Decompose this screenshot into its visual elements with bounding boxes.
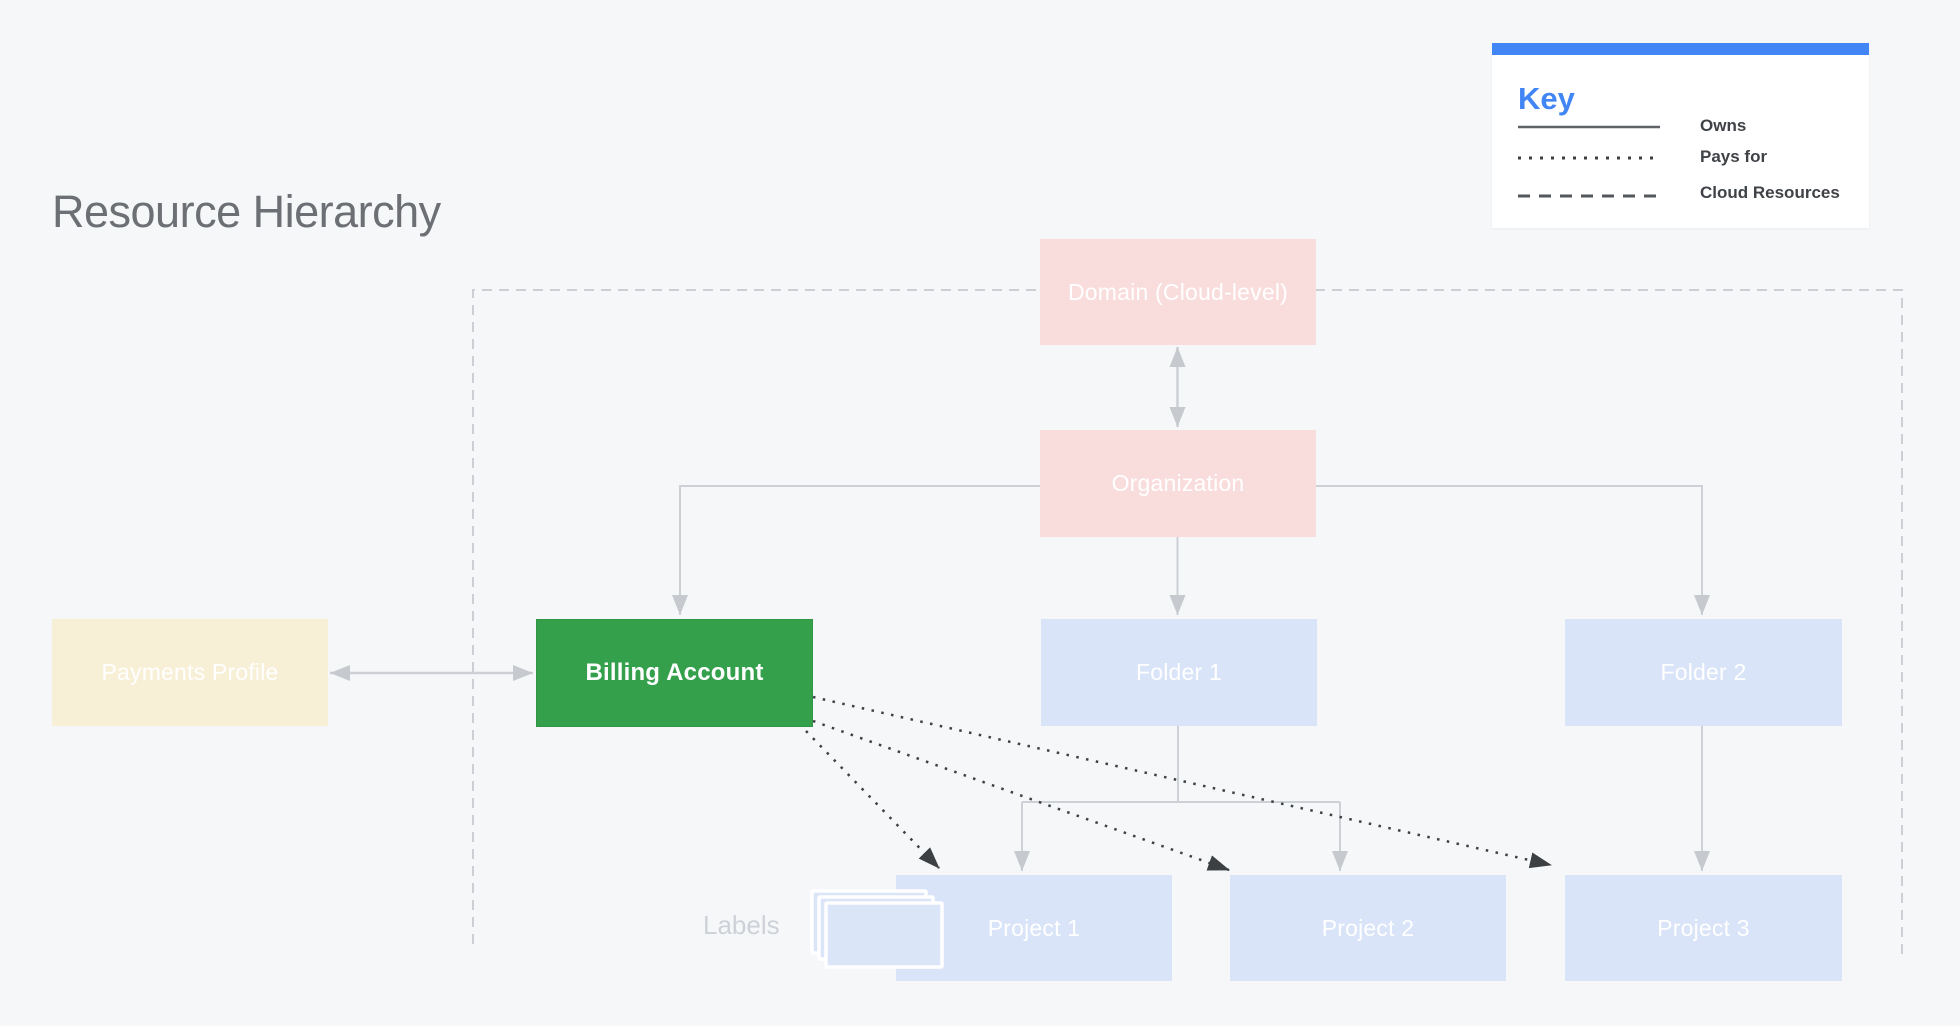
node-organization: Organization <box>1040 430 1316 537</box>
node-project2-label: Project 2 <box>1321 914 1415 941</box>
node-payments-profile: Payments Profile <box>52 619 328 726</box>
node-domain: Domain (Cloud-level) <box>1040 239 1316 345</box>
node-billing-account-label: Billing Account <box>585 659 764 686</box>
node-project3-label: Project 3 <box>1657 914 1750 941</box>
edge-billing-project2 <box>812 719 1230 872</box>
edge-organization-folder2 <box>1315 485 1710 615</box>
labels-annotation: Labels <box>703 910 780 940</box>
legend-label-owns: Owns <box>1700 116 1747 135</box>
node-payments-profile-label: Payments Profile <box>101 659 279 685</box>
edge-organization-billing <box>672 485 1040 615</box>
labels-stack-icon <box>810 889 944 969</box>
node-project3: Project 3 <box>1565 875 1842 981</box>
owns-line-swatch <box>1518 125 1660 129</box>
node-folder2: Folder 2 <box>1565 619 1842 726</box>
legend-label-pays-for: Pays for <box>1700 147 1768 166</box>
cloud-resources-line-swatch <box>1518 194 1660 198</box>
legend-heading: Key <box>1518 81 1575 116</box>
node-billing-account: Billing Account <box>536 619 813 727</box>
page-title: Resource Hierarchy <box>52 186 441 237</box>
edge-billing-project3 <box>812 695 1552 869</box>
node-folder1-label: Folder 1 <box>1136 659 1222 685</box>
owns-connectors <box>330 347 1710 871</box>
node-folder2-label: Folder 2 <box>1660 659 1747 685</box>
node-domain-label: Domain (Cloud-level) <box>1067 278 1289 305</box>
pays-for-connectors <box>805 695 1552 872</box>
legend-card: Key Owns Pays for Cloud Resources <box>1492 43 1869 228</box>
pays-for-line-swatch <box>1518 156 1660 160</box>
node-project2: Project 2 <box>1230 875 1506 981</box>
edge-billing-project1 <box>805 730 940 869</box>
legend-accent-bar <box>1492 43 1869 55</box>
node-organization-label: Organization <box>1111 470 1245 496</box>
legend-label-cloud-resources: Cloud Resources <box>1700 183 1840 202</box>
node-project1-label: Project 1 <box>987 914 1081 941</box>
node-folder1: Folder 1 <box>1041 619 1317 726</box>
